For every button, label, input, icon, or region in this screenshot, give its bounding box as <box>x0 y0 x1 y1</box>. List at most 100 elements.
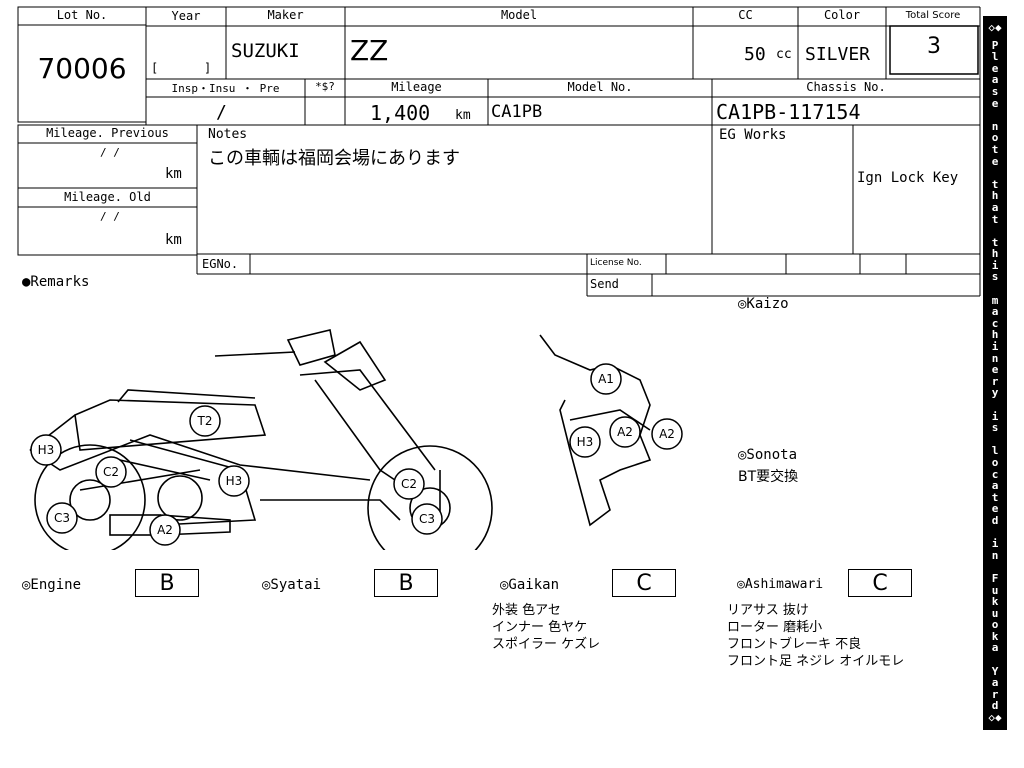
sidebar-char: a <box>991 641 999 655</box>
marker-circle <box>218 465 250 497</box>
marker-label: C3 <box>419 512 435 526</box>
marker-label: A1 <box>598 372 614 386</box>
gaikan-grade-box: C <box>612 569 676 597</box>
gaikan-notes: 外装 色アセ インナー 色ヤケ スポイラー ケズレ <box>492 602 600 653</box>
model-number-label: Model No. <box>567 80 633 94</box>
gaikan-note: インナー 色ヤケ <box>492 620 588 635</box>
sidebar-char: o <box>991 131 999 145</box>
sidebar-char: F <box>991 571 999 585</box>
gaikan-note: スポイラー ケズレ <box>492 637 601 652</box>
cc-unit: cc <box>776 47 792 62</box>
sidebar-char: n <box>991 119 999 133</box>
sidebar-char: a <box>991 73 999 87</box>
sidebar-char: o <box>991 455 999 469</box>
sidebar-char: t <box>991 177 999 191</box>
mileage-old-date: / / <box>100 210 120 223</box>
sidebar-char: e <box>991 96 999 110</box>
egno-label: EGNo. <box>202 257 239 271</box>
inspection-value: / <box>216 102 227 123</box>
sidebar-char: c <box>991 316 999 330</box>
gaikan-grade-label: ◎Gaikan <box>500 577 560 593</box>
color-value: SILVER <box>805 44 871 65</box>
syatai-grade-label: ◎Syatai <box>262 577 322 593</box>
sidebar-char: i <box>991 258 999 272</box>
sidebar-char: u <box>991 583 999 597</box>
engine-grade-label: ◎Engine <box>22 577 82 593</box>
sidebar-char: a <box>991 305 999 319</box>
sidebar-char: t <box>991 490 999 504</box>
sidebar-char: a <box>991 676 999 690</box>
marker-circle <box>393 468 425 500</box>
sidebar-char: y <box>991 386 999 400</box>
notes-text: この車輌は福岡会場にあります <box>208 148 460 169</box>
marker-circle <box>609 416 641 448</box>
marker-circle <box>411 503 443 535</box>
sidebar-char: P <box>991 38 999 52</box>
ashimawari-note: ローター 磨耗小 <box>727 620 823 635</box>
sidebar-char: i <box>991 340 999 354</box>
marker-circle <box>46 502 78 534</box>
lot-number-value: 70006 <box>37 52 127 85</box>
remarks-label: ●Remarks <box>22 274 90 290</box>
ashimawari-note: フロント足 ネジレ オイルモレ <box>727 654 905 669</box>
lot-number-label: Lot No. <box>56 8 108 22</box>
chassis-number-label: Chassis No. <box>806 80 886 94</box>
license-number-label: License No. <box>590 258 642 268</box>
sidebar-char: h <box>991 189 999 203</box>
sidebar-char <box>983 167 1007 179</box>
sidebar-char <box>983 109 1007 121</box>
sidebar-char: t <box>991 142 999 156</box>
marker-circle <box>590 363 622 395</box>
marker-circle <box>189 405 221 437</box>
model-label: Model <box>500 8 538 22</box>
sidebar-bottom-symbol: ◇◆ <box>988 711 1002 725</box>
model-value: ZZ <box>350 34 389 67</box>
mileage-old-unit: km <box>165 232 182 248</box>
eg-works-label: EG Works <box>719 127 787 143</box>
marker-circle <box>651 418 683 450</box>
sidebar-char: d <box>991 513 999 527</box>
year-bracket-close: ] <box>204 61 212 75</box>
sonota-label: ◎Sonota <box>738 447 798 463</box>
sidebar-char: m <box>991 293 999 307</box>
marker-label: A2 <box>617 425 633 439</box>
kaizo-label: ◎Kaizo <box>738 296 789 312</box>
ashimawari-grade-box: C <box>848 569 912 597</box>
marker-label: A2 <box>659 427 675 441</box>
sidebar-char: e <box>991 502 999 516</box>
mileage-old-label: Mileage. Old <box>64 190 151 204</box>
sidebar-char: l <box>991 444 999 458</box>
year-label: Year <box>171 9 201 23</box>
sidebar-char: e <box>991 363 999 377</box>
sidebar-char: o <box>991 618 999 632</box>
sidebar-char: c <box>991 467 999 481</box>
sidebar-char: l <box>991 50 999 64</box>
sidebar-char: Y <box>991 664 999 678</box>
marker-label: T2 <box>197 414 213 428</box>
marker-label: C2 <box>401 477 417 491</box>
send-label: Send <box>590 277 619 291</box>
cc-label: CC <box>738 8 753 22</box>
marker-label: C3 <box>54 511 70 525</box>
mileage-unit: km <box>455 108 471 123</box>
maker-label: Maker <box>267 8 304 22</box>
sidebar-char: h <box>991 247 999 261</box>
sidebar-char: i <box>991 537 999 551</box>
mileage-value: 1,400 <box>370 101 431 125</box>
sidebar-char: n <box>991 351 999 365</box>
sidebar-char: u <box>991 606 999 620</box>
total-score-label: Total Score <box>905 10 961 21</box>
color-label: Color <box>823 8 861 22</box>
sidebar-char: r <box>991 374 999 388</box>
scooter-diagram: T2 H3 C2 H3 C3 A2 C2 C3 A1 H3 A2 A2 <box>29 329 683 550</box>
chassis-number-value: CA1PB-117154 <box>716 100 861 124</box>
sidebar-char: s <box>991 421 999 435</box>
ign-lock-key: Ign Lock Key <box>857 170 959 186</box>
marker-circle <box>569 426 601 458</box>
year-bracket-open: [ <box>151 61 159 75</box>
marker-label: H3 <box>38 443 55 457</box>
sidebar-char: s <box>991 270 999 284</box>
sidebar-char: t <box>991 212 999 226</box>
